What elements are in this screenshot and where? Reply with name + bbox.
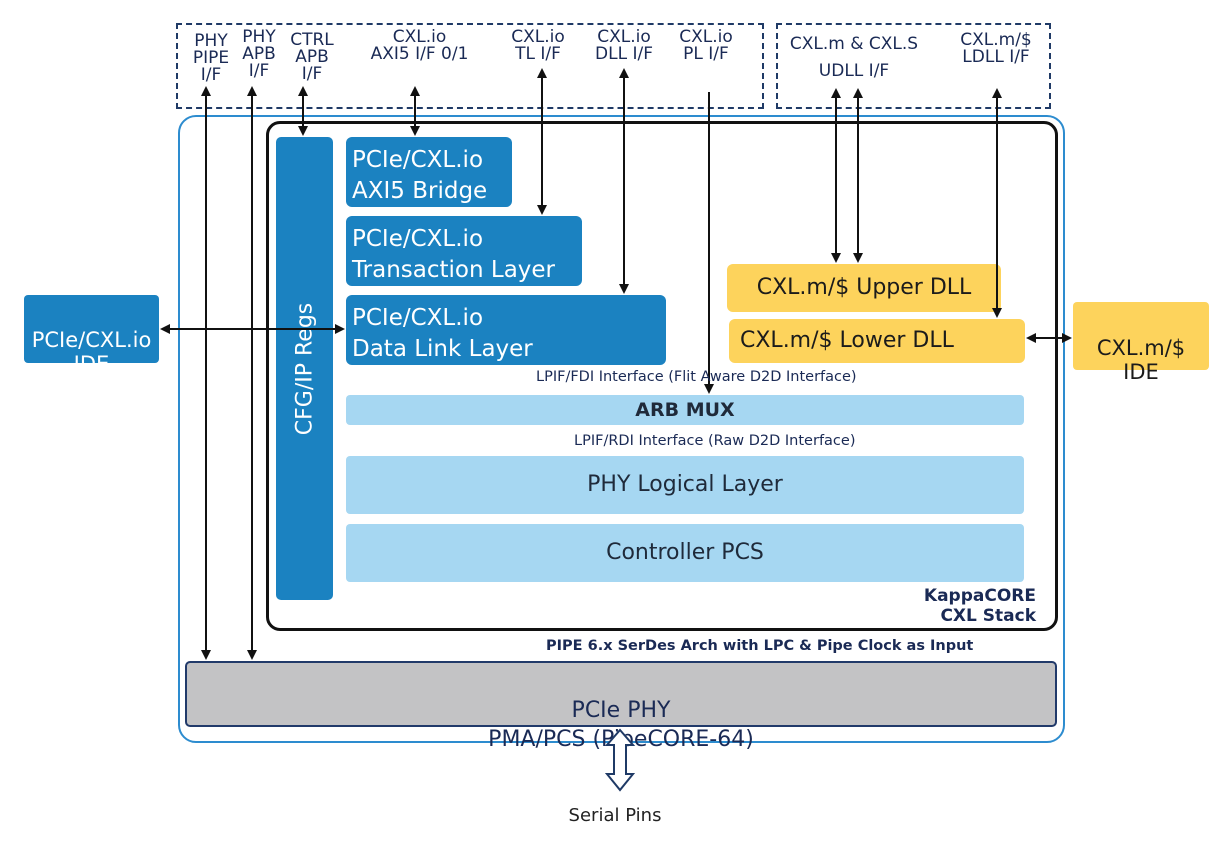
lower-dll-block: CXL.m/$ Lower DLL	[729, 319, 1025, 363]
lower-dll-label: CXL.m/$ Lower DLL	[740, 328, 954, 353]
pipe-arch-label: PIPE 6.x SerDes Arch with LPC & Pipe Clo…	[546, 638, 974, 654]
cxl-udll-if-label: CXL.m & CXL.S UDLL I/F	[789, 34, 919, 81]
controller-pcs-block: Controller PCS	[346, 524, 1024, 582]
data-link-layer-label: PCIe/CXL.io Data Link Layer	[352, 305, 533, 362]
pcie-cxlio-ide-label: PCIe/CXL.io IDE	[31, 328, 152, 376]
pcie-cxlio-ide-block: PCIe/CXL.io IDE	[24, 295, 159, 376]
phy-pipe-if-label: PHY PIPE I/F	[192, 31, 230, 85]
pcie-phy-label: PCIe PHY PMA/PCS (PipeCORE-64)	[488, 698, 754, 752]
cxlio-axi5-if-label: CXL.io AXI5 I/F 0/1	[370, 27, 469, 64]
rdi-interface-label: LPIF/RDI Interface (Raw D2D Interface)	[574, 433, 856, 449]
mem-interfaces-dashed-box	[776, 23, 1051, 109]
phy-apb-if-label: PHY APB I/F	[242, 27, 276, 81]
cxlio-tl-if-label: CXL.io TL I/F	[511, 27, 565, 64]
cfg-ip-regs-label: CFG/IP Regs	[292, 302, 317, 435]
controller-pcs-label: Controller PCS	[606, 540, 764, 565]
serial-pins-label: Serial Pins	[568, 805, 662, 826]
phy-logical-layer-label: PHY Logical Layer	[587, 472, 783, 497]
cxl-mem-ide-label: CXL.m/$ IDE	[1096, 336, 1186, 384]
cxl-ldll-if-label: CXL.m/$ LDLL I/F	[960, 30, 1032, 67]
cxlio-dll-if-label: CXL.io DLL I/F	[595, 27, 653, 64]
fdi-interface-label: LPIF/FDI Interface (Flit Aware D2D Inter…	[536, 369, 857, 385]
cxl-mem-ide-block: CXL.m/$ IDE	[1073, 302, 1209, 384]
kappacore-stack-frame	[266, 121, 1058, 631]
upper-dll-label: CXL.m/$ Upper DLL	[756, 275, 972, 300]
arb-mux-label: ARB MUX	[635, 399, 735, 421]
transaction-layer-label: PCIe/CXL.io Transaction Layer	[352, 226, 556, 283]
pcie-phy-block: PCIe PHY PMA/PCS (PipeCORE-64)	[185, 661, 1057, 752]
cxlio-pl-if-label: CXL.io PL I/F	[679, 27, 733, 64]
axi5-bridge-block: PCIe/CXL.io AXI5 Bridge	[346, 137, 512, 207]
arb-mux-block: ARB MUX	[346, 395, 1024, 425]
ctrl-apb-if-label: CTRL APB I/F	[290, 30, 334, 84]
cfg-ip-regs-block: CFG/IP Regs	[276, 137, 333, 600]
axi5-bridge-label: PCIe/CXL.io AXI5 Bridge	[352, 147, 488, 204]
io-interfaces-dashed-box	[176, 23, 764, 109]
kappacore-stack-label: KappaCORE CXL Stack	[923, 586, 1036, 626]
transaction-layer-block: PCIe/CXL.io Transaction Layer	[346, 216, 582, 286]
data-link-layer-block: PCIe/CXL.io Data Link Layer	[346, 295, 666, 365]
phy-logical-layer-block: PHY Logical Layer	[346, 456, 1024, 514]
upper-dll-block: CXL.m/$ Upper DLL	[727, 264, 1001, 312]
